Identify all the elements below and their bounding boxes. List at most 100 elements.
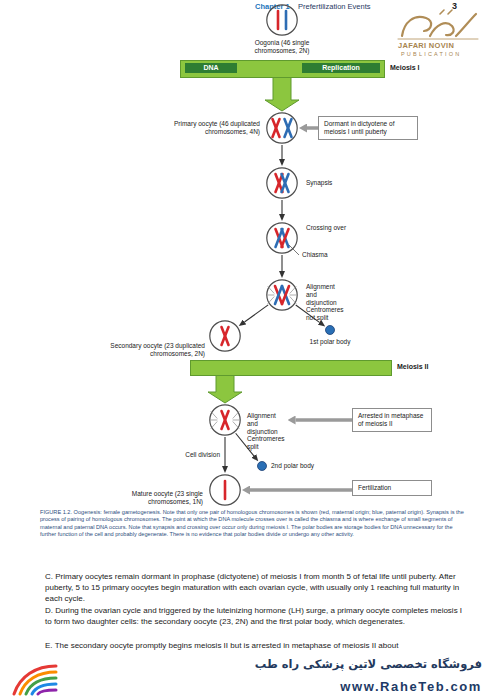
node-label: Primary oocyte (46 duplicated chromosome… [148,120,260,136]
logo-stroke [430,23,454,36]
chromosomes [225,481,226,499]
cell-membrane [210,475,240,505]
arrow [281,145,282,159]
cell-circle: Oogonia (46 single chromosomes, 2N) [266,4,298,36]
logo-stroke [456,14,476,36]
cell-circle: Alignment and disjunction Centromeres no… [266,279,298,311]
publisher-tag: PUBLICATION [401,51,461,58]
node-outline [257,461,267,471]
callout-box: Dormant in dictyotene of meiosis I until… [318,116,418,140]
chromosomes [273,119,292,137]
cell-membrane [267,168,297,198]
chromosome-strand [273,119,280,137]
callout-arrow [296,418,352,422]
node-outline [190,360,392,376]
cell-membrane [210,405,240,435]
body-paragraph: E. The secondary oocyte promptly begins … [45,640,470,651]
node-outline [209,474,241,506]
chromosome-strand [285,11,288,29]
chromosome-strand [233,412,239,419]
chromosome-strand [285,119,292,137]
block-arrow [265,77,299,111]
figure-caption: FIGURE 1.2. Oogenesis: female gametogene… [40,509,465,539]
callout-text: Arrested in metaphase of meiosis II [358,412,426,428]
chromosome-strand [273,119,280,137]
node-outline [266,279,298,311]
cell-circle: Synapsis [266,167,298,199]
logo-arc [38,690,56,694]
chromosome-strand [282,286,289,304]
node-label: Mature oocyte (23 single chromosomes, 1N… [95,490,203,506]
footer-store-name: فروشگاه تخصصی لاتین پزشکی راه طب [255,658,482,672]
body-paragraph: D. During the ovarian cycle and triggere… [45,605,470,627]
chromosome-strand [268,287,274,294]
chromosome-strand [211,422,217,429]
chromosome-strand [222,411,229,429]
chromosome-strand [290,287,296,294]
node-label: Oogonia (46 single chromosomes, 2N) [236,39,328,55]
node-label: Replication [302,63,380,73]
node-outline [266,222,298,254]
chromosome-strand [222,327,229,345]
footer-logo [14,666,56,694]
logo-arc [20,672,56,694]
meiosis-band: Meiosis II [190,360,392,376]
arrow [281,255,282,271]
chromosome-strand [282,229,289,247]
chapter-number: Chapter 1 [255,2,290,11]
publisher-name: JAFARI NOVIN [398,41,454,50]
node-outline [266,112,298,144]
node-outline [209,404,241,436]
polar-body-dot: 1st polar body [325,325,335,335]
node-label: 1st polar body [310,338,351,346]
node-label: 2nd polar body [271,462,314,470]
node-label: Chiasma [302,251,328,259]
chromosome-strand [282,174,289,192]
node-label: Synapsis [306,179,332,187]
footer-url: www.RaheTeb.com [340,679,482,695]
node-label: DNA [185,63,237,73]
body-paragraph: C. Primary oocytes remain dormant in pro… [45,571,470,604]
cell-circle: Alignment and disjunction Centromeres sp… [209,404,241,436]
chromosomes [278,11,286,29]
chromosome-strand [282,286,289,304]
arrow [281,200,282,214]
edge-label: Cell division [185,451,220,459]
logo-stroke [440,10,452,14]
band-fill [191,361,392,376]
chromosome-strand [277,11,280,29]
chromosome-strand [233,420,239,421]
chromosome-strand [211,420,217,421]
node-label: Alignment and disjunction Centromeres no… [306,283,344,322]
logo-arc [14,666,56,694]
callout-arrow [307,126,318,130]
cell-circle: Secondary oocyte (23 duplicated chromoso… [209,320,241,352]
chromosomes [276,174,289,192]
callout-arrow [250,488,352,492]
cell-membrane [267,5,297,35]
logo-stroke [398,39,478,40]
cell-membrane [267,280,297,310]
chromosome-strand [282,174,289,192]
node-outline [266,4,298,36]
node-label: Alignment and disjunction Centromeres sp… [247,412,285,451]
node-label: Meiosis II [397,363,429,371]
node-label: Meiosis I [390,64,420,72]
node-outline [209,320,241,352]
logo-arc [26,678,56,694]
callout-text: Dormant in dictyotene of meiosis I until… [324,120,412,136]
publisher-logo [398,10,478,39]
chromosomes [276,229,289,247]
cell-membrane [267,113,297,143]
chromosome-strand [285,119,292,137]
chromosomes [211,411,239,429]
meiosis-band: DNAReplicationMeiosis I [180,60,385,78]
block-arrow [208,375,242,403]
logo-arc [32,684,56,694]
running-head: Prefertilization Events [298,2,371,11]
node-label: Crossing over [306,224,346,232]
chromosome-strand [222,411,229,429]
chromosomes [222,327,229,345]
chromosome-strand [211,412,217,419]
